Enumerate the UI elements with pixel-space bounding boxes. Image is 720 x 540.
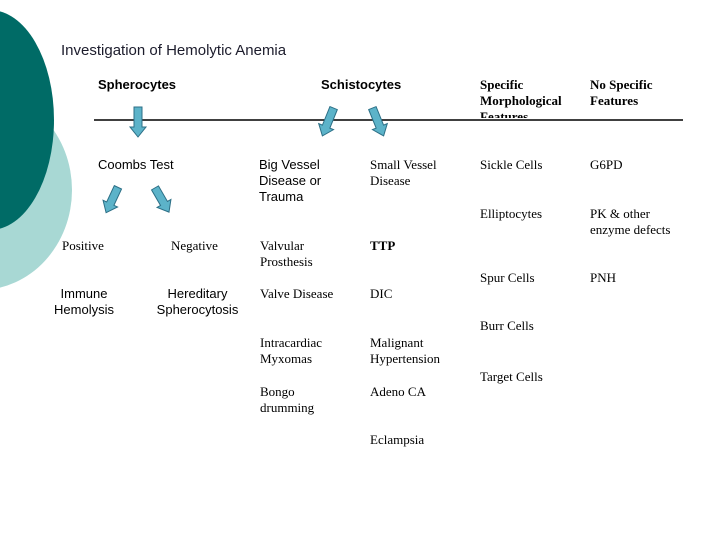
arrow-down-right-icon (150, 185, 172, 213)
header-schistocytes: Schistocytes (321, 77, 402, 92)
small-vessel-item: Adeno CA (370, 384, 426, 399)
slide-title: Investigation of Hemolytic Anemia (61, 42, 287, 59)
specific-feature-item: Elliptocytes (480, 206, 543, 221)
specific-feature-item: Sickle Cells (480, 157, 543, 172)
dark-teal-circle (0, 11, 54, 229)
big-vessel-item: Valve Disease (260, 286, 334, 301)
small-vessel-item: TTP (370, 238, 396, 253)
small-vessel-header: Small Vessel Disease (370, 157, 437, 188)
arrow-down-icon (128, 106, 148, 138)
specific-feature-item: Spur Cells (480, 270, 535, 285)
small-vessel-item: DIC (370, 286, 393, 301)
coombs-negative: Negative (171, 238, 218, 253)
big-vessel-item: Intracardiac Myxomas (260, 335, 323, 366)
immune-hemolysis: Immune Hemolysis (54, 286, 114, 317)
specific-feature-item: Target Cells (480, 369, 543, 384)
hereditary-spherocytosis: Hereditary Spherocytosis (156, 286, 239, 317)
small-vessel-item: Malignant Hypertension (370, 335, 441, 366)
header-no-specific-features: No Specific Features (590, 77, 653, 108)
header-specific-morphological-features: Specific Morphological Features (480, 77, 562, 118)
coombs-positive: Positive (62, 238, 104, 253)
big-vessel-item: Bongo drumming (260, 384, 315, 415)
nonspecific-feature-item: PNH (590, 270, 617, 285)
small-vessel-item: Eclampsia (370, 432, 425, 447)
header-spherocytes: Spherocytes (98, 77, 177, 92)
arrow-down-right-icon (368, 105, 389, 137)
big-vessel-header: Big Vessel Disease or Trauma (259, 157, 322, 204)
nonspecific-feature-item: PK & other enzyme defects (590, 206, 671, 237)
coombs-test: Coombs Test (98, 157, 174, 172)
specific-feature-item: Burr Cells (480, 318, 534, 333)
nonspecific-feature-item: G6PD (590, 157, 623, 172)
big-vessel-item: Valvular Prosthesis (260, 238, 313, 269)
arrow-down-left-icon (102, 184, 123, 214)
arrow-down-left-icon (317, 105, 338, 137)
